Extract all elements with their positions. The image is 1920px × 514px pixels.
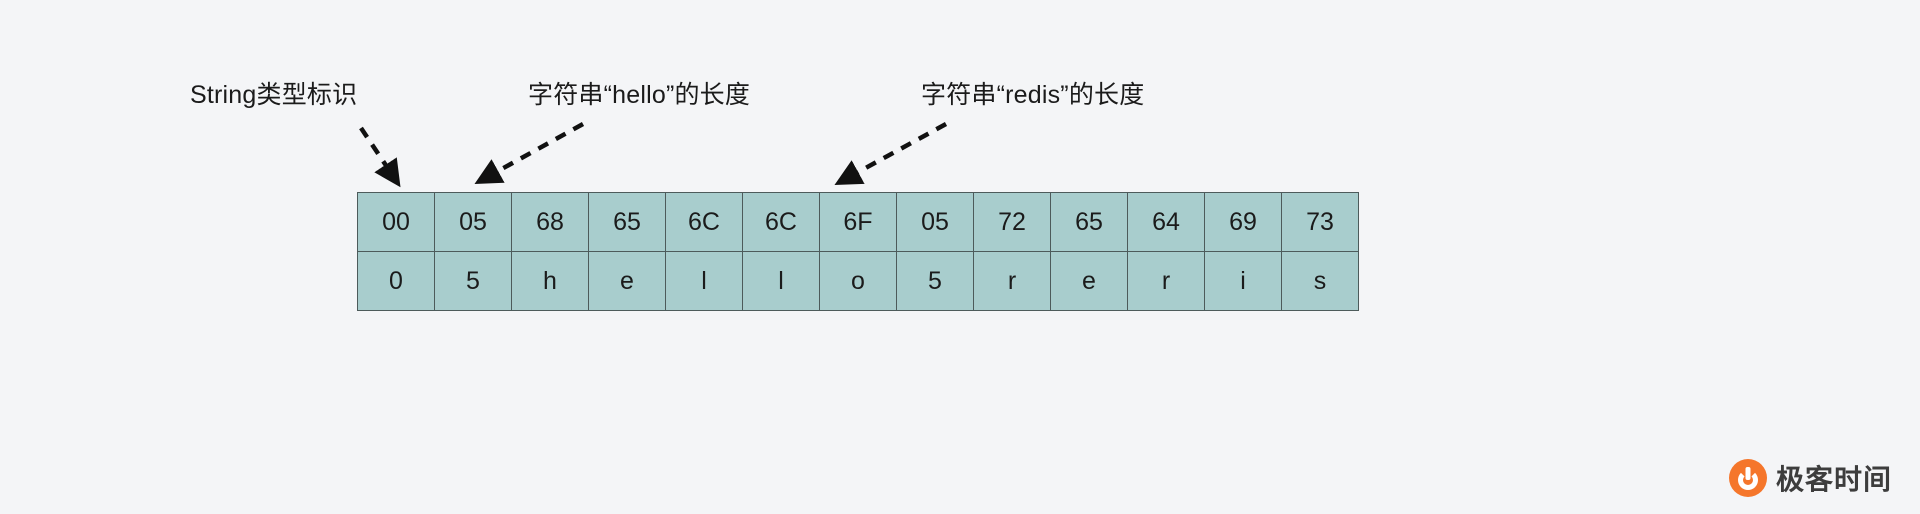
char-cell: e [588, 251, 666, 311]
annotation-label-hello-length: 字符串“hello”的长度 [528, 81, 751, 109]
hex-cell: 00 [357, 192, 435, 252]
hex-cell: 72 [973, 192, 1051, 252]
hex-cell: 68 [511, 192, 589, 252]
geektime-logo-icon [1728, 459, 1767, 497]
watermark: 极客时间 [1728, 458, 1892, 498]
arrow-to-cell-1 [474, 122, 585, 185]
table-row-hex: 00 05 68 65 6C 6C 6F 05 72 65 64 69 73 [357, 192, 1359, 252]
annotation-label-redis-length: 字符串“redis”的长度 [921, 81, 1145, 109]
hex-cell: 6C [742, 192, 820, 252]
watermark-label: 极客时间 [1775, 464, 1892, 495]
hex-cell: 6C [665, 192, 743, 252]
char-cell: o [819, 251, 897, 311]
annotation-label-string-type-flag: String类型标识 [190, 81, 358, 109]
hex-cell: 65 [588, 192, 666, 252]
hex-cell: 05 [896, 192, 974, 252]
arrow-to-cell-0 [359, 126, 401, 188]
char-cell: h [511, 251, 589, 311]
hex-cell: 05 [434, 192, 512, 252]
char-cell: s [1281, 251, 1359, 311]
char-cell: 5 [896, 251, 974, 311]
byte-layout-table: 00 05 68 65 6C 6C 6F 05 72 65 64 69 73 0… [357, 192, 1359, 311]
hex-cell: 64 [1127, 192, 1205, 252]
char-cell: i [1204, 251, 1282, 311]
char-cell: 5 [434, 251, 512, 311]
hex-cell: 6F [819, 192, 897, 252]
char-cell: l [665, 251, 743, 311]
arrow-to-cell-7 [834, 122, 948, 186]
hex-cell: 73 [1281, 192, 1359, 252]
char-cell: r [1127, 251, 1205, 311]
char-cell: l [742, 251, 820, 311]
char-cell: e [1050, 251, 1128, 311]
char-cell: r [973, 251, 1051, 311]
char-cell: 0 [357, 251, 435, 311]
table-row-char: 0 5 h e l l o 5 r e r i s [357, 251, 1359, 311]
hex-cell: 69 [1204, 192, 1282, 252]
hex-cell: 65 [1050, 192, 1128, 252]
